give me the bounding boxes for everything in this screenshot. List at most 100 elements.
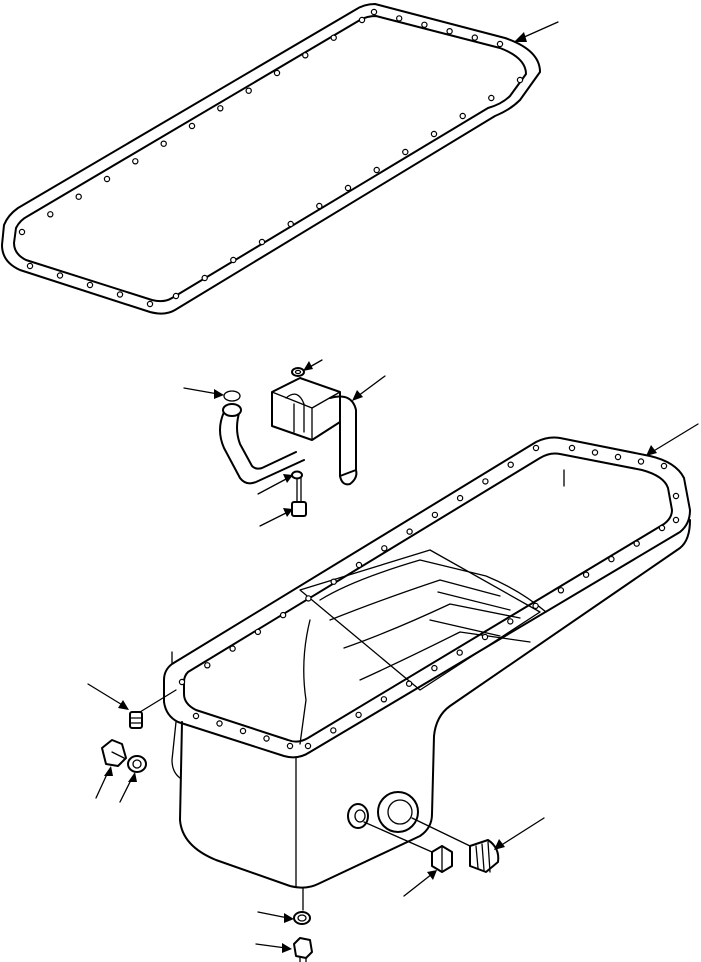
bolt-hole	[431, 511, 439, 519]
bolt-hole	[75, 193, 82, 200]
oil-pan-leader	[646, 423, 699, 456]
bolt-hole	[358, 16, 366, 24]
bolt-hole	[330, 578, 337, 585]
bolt-hole	[355, 561, 363, 569]
oil-pan-bolt-holes	[178, 444, 680, 750]
bolt-hole	[658, 524, 666, 532]
bolt-hole	[239, 727, 247, 735]
bolt-hole	[446, 28, 453, 35]
bolt-hole	[459, 112, 466, 120]
bolt-hole	[263, 735, 270, 742]
rear-leaders	[403, 817, 545, 897]
bolt-hole	[56, 272, 64, 279]
bolt-hole	[582, 571, 590, 578]
bolt-hole	[254, 628, 262, 636]
bolt-hole	[516, 76, 524, 84]
bolt-hole	[305, 595, 312, 602]
bolt-hole	[344, 184, 352, 192]
bolt-hole	[608, 555, 615, 563]
bolt-hole	[172, 292, 180, 300]
bolt-hole	[507, 461, 514, 468]
drain-plug	[293, 937, 313, 962]
gasket-leader	[514, 21, 559, 42]
bolt-hole	[370, 8, 378, 16]
bolt-hole	[160, 140, 167, 147]
bolt-hole	[406, 528, 413, 535]
bolt-hole	[614, 453, 622, 461]
oil-pan-gasket	[1, 3, 541, 315]
bolt-hole	[47, 211, 54, 218]
bolt-hole	[216, 720, 223, 727]
bolt-hole	[421, 21, 428, 28]
bolt-hole	[204, 662, 211, 669]
side-plug-seal	[127, 755, 147, 773]
bolt-hole	[456, 649, 463, 656]
bolt-hole	[304, 742, 312, 750]
bolt-hole	[279, 611, 287, 619]
bolt-hole	[103, 175, 111, 183]
bolt-hole	[258, 238, 266, 246]
bolt-hole	[286, 742, 294, 750]
bolt-hole	[330, 34, 337, 41]
bolt-hole	[132, 158, 139, 165]
bolt-hole	[488, 94, 495, 102]
bolt-hole	[245, 87, 252, 94]
bolt-hole	[557, 587, 565, 594]
drain-leaders	[255, 911, 294, 953]
bolt-hole	[481, 633, 489, 641]
bolt-hole	[192, 712, 200, 720]
rear-plug	[363, 821, 453, 873]
bolt-hole	[373, 166, 380, 174]
bolt-hole	[380, 696, 388, 703]
suction-tube-o-ring	[223, 390, 241, 402]
bolt-hole	[471, 34, 478, 41]
bolt-hole	[86, 281, 94, 289]
bolt-hole	[660, 462, 668, 470]
bolt-hole	[532, 444, 540, 452]
suction-leaders	[183, 359, 386, 527]
bolt-hole	[217, 105, 224, 112]
bolt-hole	[507, 618, 514, 625]
bolt-hole	[201, 274, 208, 282]
bolt-hole	[316, 202, 323, 210]
side-fitting-bolt	[129, 689, 177, 729]
drain-plug-washer	[293, 887, 311, 925]
oil-pan	[163, 436, 691, 889]
side-leaders	[87, 683, 137, 803]
side-plug	[101, 739, 127, 767]
bolt-hole	[633, 540, 640, 547]
bolt-hole	[532, 602, 539, 610]
bolt-hole	[482, 478, 489, 485]
bolt-hole	[302, 52, 309, 59]
bolt-hole	[637, 458, 645, 465]
bolt-hole	[430, 130, 438, 138]
bolt-hole	[568, 444, 576, 452]
bolt-hole	[287, 220, 294, 228]
gasket-bolt-holes	[18, 8, 524, 308]
oil-suction-tube	[219, 377, 358, 486]
bolt-hole	[18, 228, 26, 236]
bolt-hole	[330, 727, 337, 734]
bolt-hole	[229, 645, 236, 652]
bolt-hole	[273, 69, 281, 77]
bolt-hole	[26, 262, 34, 270]
bolt-hole	[178, 678, 186, 686]
bolt-hole	[405, 680, 413, 687]
rear-cap	[411, 817, 500, 873]
suction-bracket-bolt	[291, 477, 307, 517]
bolt-hole	[188, 122, 196, 130]
bolt-hole	[672, 492, 680, 500]
bolt-hole	[496, 40, 504, 48]
bolt-hole	[396, 15, 403, 22]
bolt-hole	[456, 494, 464, 502]
bolt-hole	[431, 664, 438, 672]
bolt-hole	[116, 291, 124, 298]
bolt-hole	[591, 449, 599, 456]
bolt-hole	[672, 516, 680, 524]
bolt-hole	[381, 545, 388, 552]
bolt-hole	[355, 711, 362, 719]
bolt-hole	[146, 300, 154, 308]
bolt-hole	[230, 256, 237, 264]
bolt-hole	[402, 148, 409, 156]
